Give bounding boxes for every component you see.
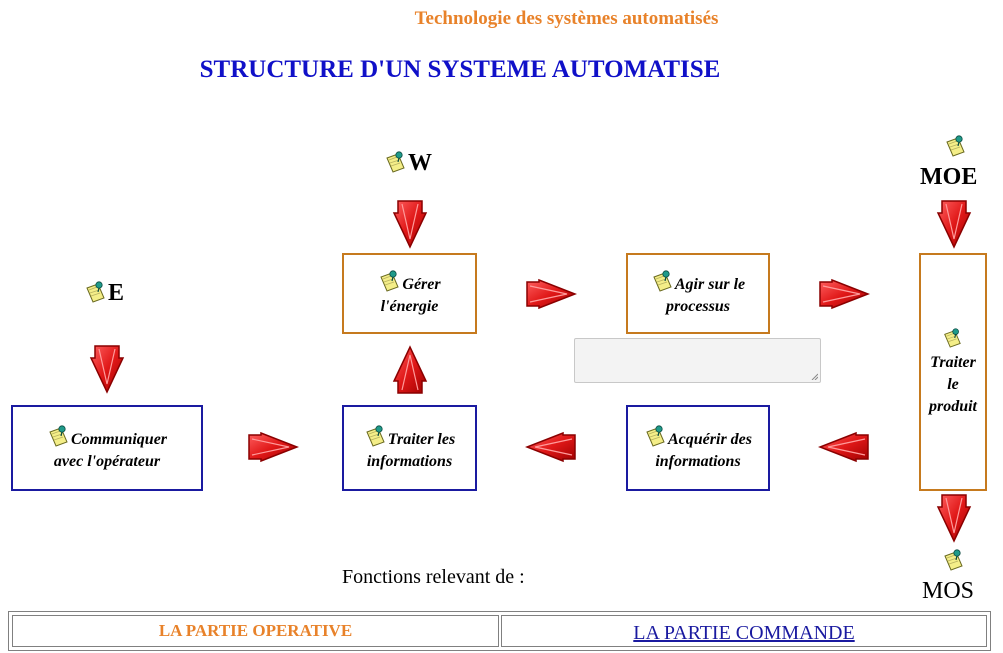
partie-operative-label: LA PARTIE OPERATIVE — [158, 621, 353, 640]
sticky-note-icon[interactable] — [942, 327, 962, 349]
sticky-note-icon[interactable] — [47, 424, 69, 448]
moe-note[interactable] — [944, 134, 968, 159]
input-w-label: W — [384, 150, 432, 177]
partie-commande-link[interactable]: LA PARTIE COMMANDE — [633, 622, 855, 644]
subtitle: Technologie des systèmes automatisés — [414, 8, 719, 29]
input-moe-label: MOE — [920, 164, 978, 190]
box-gerer-energie[interactable]: Gérer l'énergie — [342, 253, 477, 334]
box-traiter-informations[interactable]: Traiter les informations — [342, 405, 477, 491]
arrow-left-acquerir-icon — [525, 431, 577, 463]
box-traiter-produit[interactable]: Traiter le produit — [919, 253, 987, 491]
gerer-line2: l'énergie — [380, 298, 439, 315]
arrow-right-gerer-icon — [525, 278, 577, 310]
page-title: STRUCTURE D'UN SYSTEME AUTOMATISE — [199, 56, 721, 83]
traiter-line1: Traiter les — [387, 430, 456, 448]
sticky-note-icon[interactable] — [384, 150, 406, 174]
text-area[interactable] — [574, 338, 821, 383]
fonctions-label: Fonctions relevant de : — [342, 566, 525, 588]
agir-line1: Agir sur le — [674, 276, 746, 293]
sticky-note-icon[interactable] — [364, 424, 386, 448]
arrow-left-produit-icon — [818, 431, 870, 463]
acquerir-line1: Acquérir des — [668, 430, 752, 448]
arrow-down-moe-icon — [936, 199, 972, 249]
partie-table: LA PARTIE OPERATIVE LA PARTIE COMMANDE — [8, 611, 991, 651]
produit-line1: Traiter — [930, 353, 976, 371]
produit-line2: le — [947, 375, 959, 393]
sticky-note-icon[interactable] — [944, 134, 966, 158]
sticky-note-icon[interactable] — [378, 269, 400, 293]
mos-note[interactable] — [942, 548, 966, 573]
arrow-up-icon — [392, 345, 428, 395]
sticky-note-icon[interactable] — [644, 424, 666, 448]
communiquer-line1: Communiquer — [70, 430, 168, 448]
acquerir-line2: informations — [655, 452, 741, 470]
produit-line3: produit — [928, 397, 977, 415]
arrow-down-mos-icon — [936, 493, 972, 543]
cell-partie-commande: LA PARTIE COMMANDE — [501, 615, 987, 647]
input-e-text: E — [108, 280, 125, 306]
arrow-right-communiquer-icon — [247, 431, 299, 463]
cell-partie-operative: LA PARTIE OPERATIVE — [12, 615, 499, 647]
box-agir-processus[interactable]: Agir sur le processus — [626, 253, 770, 334]
sticky-note-icon[interactable] — [84, 280, 106, 304]
input-e-label: E — [84, 280, 124, 307]
traiter-line2: informations — [366, 452, 453, 470]
box-communiquer[interactable]: Communiquer avec l'opérateur — [11, 405, 203, 491]
sticky-note-icon[interactable] — [651, 269, 673, 293]
resize-handle-icon[interactable] — [810, 372, 818, 380]
box-acquerir-informations[interactable]: Acquérir des informations — [626, 405, 770, 491]
arrow-right-agir-icon — [818, 278, 870, 310]
sticky-note-icon[interactable] — [942, 548, 964, 572]
gerer-line1: Gérer — [402, 276, 441, 293]
agir-line2: processus — [665, 298, 730, 315]
communiquer-line2: avec l'opérateur — [53, 452, 161, 470]
arrow-down-w-icon — [392, 199, 428, 249]
input-w-text: W — [408, 150, 432, 176]
output-mos-label: MOS — [922, 578, 975, 604]
arrow-down-e-icon — [89, 344, 125, 394]
